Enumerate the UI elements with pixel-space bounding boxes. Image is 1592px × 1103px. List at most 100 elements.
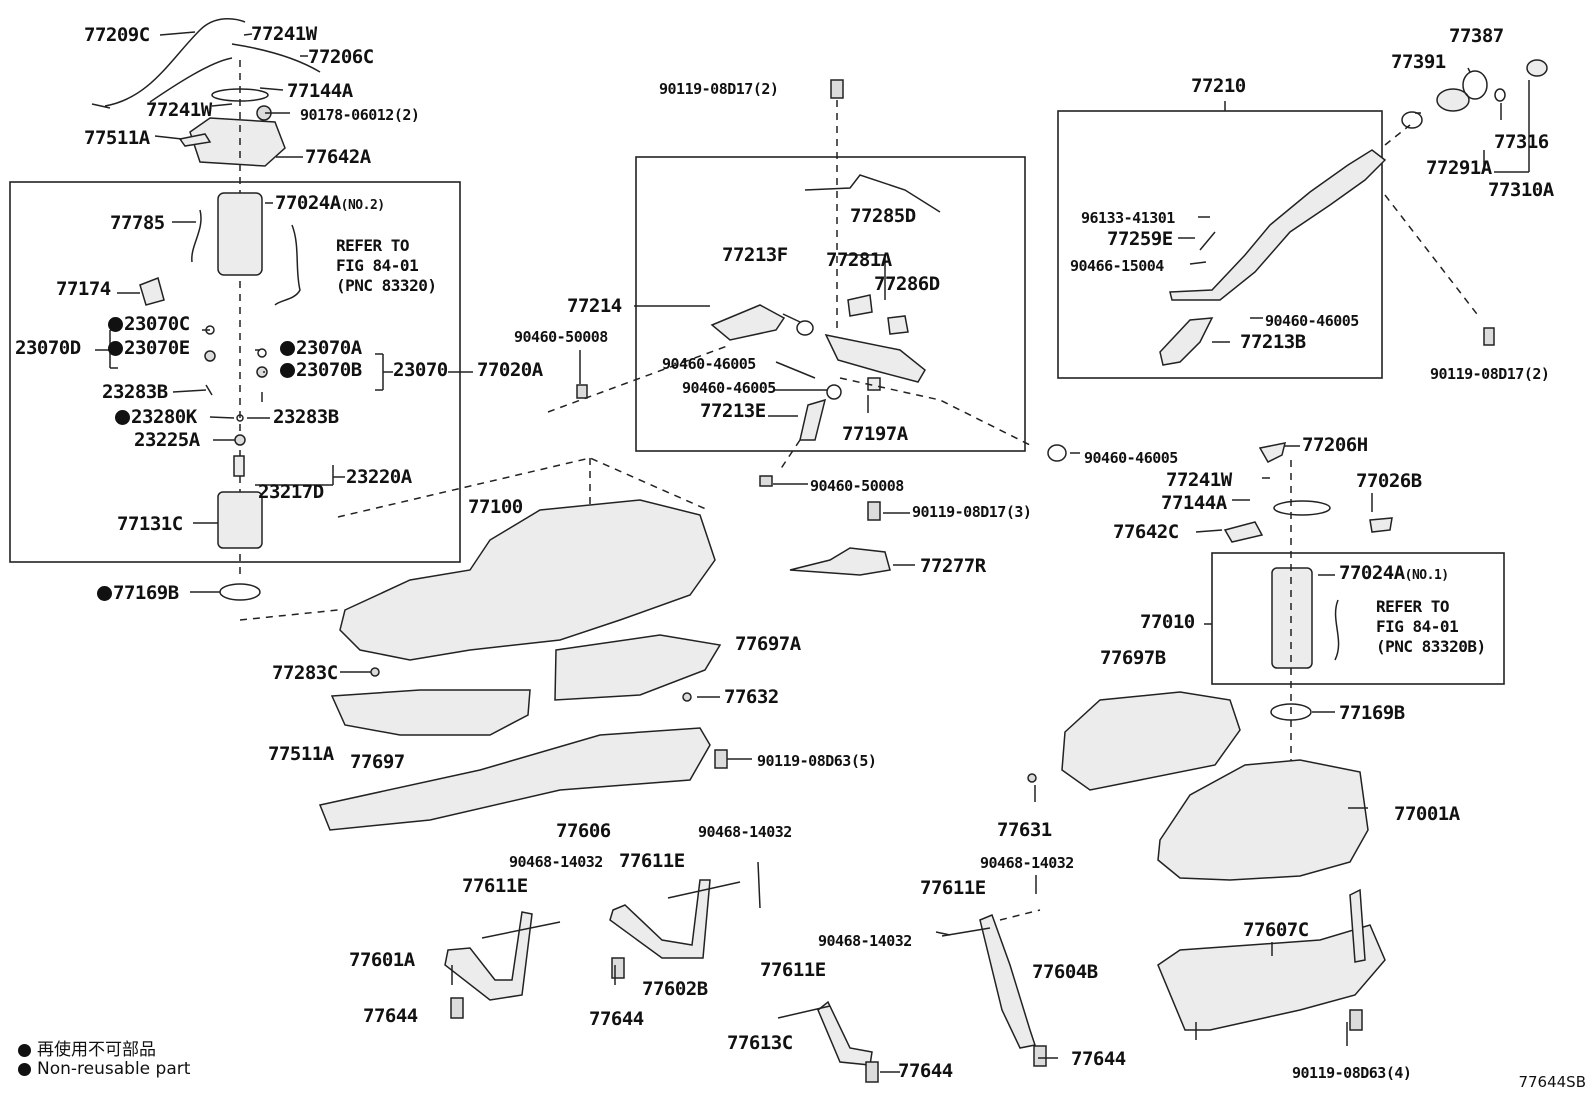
label-77697B: 77697B [1100,647,1166,669]
label-77206C: 77206C [308,46,374,68]
label-23070D: 23070D [15,337,81,359]
label-96133-41301: 96133-41301 [1081,209,1175,227]
label-77174: 77174 [56,278,111,300]
bolt-90119-08D63-5 [714,749,728,769]
label-23070A: 23070A [280,338,362,358]
filler-pipe-77210 [1169,149,1387,301]
label-77387: 77387 [1449,25,1504,47]
label-90460-46005-c: 90460-46005 [1265,312,1359,330]
fuel-tank-77001A [1157,759,1369,881]
label-77144A: 77144A [287,80,353,102]
filler-pipe-frame [1057,110,1383,379]
label-77601A: 77601A [349,949,415,971]
fuel-tube-77209C [104,18,246,107]
label-77214: 77214 [567,295,622,317]
label-77024A-no2: 77024A(NO.2) [275,192,385,214]
label-77026B: 77026B [1356,470,1422,492]
label-23070C: 23070C [108,314,190,334]
gasket-77391 [1401,111,1423,129]
label-23070B: 23070B [280,360,362,380]
label-77169B: 77169B [97,583,179,603]
label-77602B: 77602B [642,978,708,1000]
band-77601A [444,911,533,1001]
clamp-90460-50008-a [576,384,588,399]
legend-en: Non-reusable part [18,1059,190,1079]
cap-77291A [1436,88,1470,112]
label-23225A: 23225A [134,429,200,451]
tube-77197A [824,333,926,383]
protector-77277R [789,547,891,576]
label-77310A: 77310A [1488,179,1554,201]
label-77611E-d: 77611E [920,877,986,899]
gasket-77387 [1462,70,1488,100]
label-77259E: 77259E [1107,228,1173,250]
fuel-pump-77024A-no2 [217,192,263,276]
non-reusable-mark [108,341,123,356]
label-77611E-a: 77611E [462,875,528,897]
label-90119-08D17-3: 90119-08D17(3) [912,503,1032,521]
figure-id: 77644SB [1518,1073,1586,1091]
label-90466-15004: 90466-15004 [1070,257,1164,275]
label-77644-a: 77644 [363,1005,418,1027]
label-77197A: 77197A [842,423,908,445]
bolt-90119-08D17-2b [1483,327,1495,346]
label-90468-14032-b: 90468-14032 [698,823,792,841]
label-77277R: 77277R [920,555,986,577]
label-77283C: 77283C [272,662,338,684]
bracket-77174 [139,276,165,306]
label-77607C: 77607C [1243,919,1309,941]
label-77511A-b: 77511A [268,743,334,765]
label-90460-46005-d: 90460-46005 [1084,449,1178,467]
label-90468-14032-c: 90468-14032 [818,932,912,950]
fuel-tank-to-filler-pipe-frame [635,156,1026,452]
non-reusable-mark [97,586,112,601]
non-reusable-mark [115,410,130,425]
non-reusable-mark [18,1063,31,1076]
label-77210: 77210 [1191,75,1246,97]
gasket-77511A-a [178,133,212,147]
clip-77286D [887,315,909,335]
label-77144A-b: 77144A [1161,492,1227,514]
fuel-tube-77285D [804,174,941,213]
bracket-77281A [847,294,873,317]
bracket-77026B [1369,517,1393,533]
protector-77606 [318,727,711,831]
non-reusable-mark [108,317,123,332]
label-90468-14032-d: 90468-14032 [980,854,1074,872]
fuel-pump-no1-frame [1211,552,1505,685]
label-77213B: 77213B [1240,331,1306,353]
label-77281A: 77281A [826,249,892,271]
legend-jp: 再使用不可部品 [18,1035,156,1060]
label-77785: 77785 [110,212,165,234]
label-77632: 77632 [724,686,779,708]
label-77001A: 77001A [1394,803,1460,825]
label-77644-b: 77644 [589,1008,644,1030]
label-77213E: 77213E [700,400,766,422]
label-77010: 77010 [1140,611,1195,633]
fuel-tank-77100 [339,499,716,661]
label-77241W: 77241W [251,23,317,45]
label-23280K: 23280K [115,407,197,427]
label-77606: 77606 [556,820,611,842]
label-77285D: 77285D [850,205,916,227]
bolt-90119-08D17-2a [830,79,844,99]
label-77644-c: 77644 [898,1060,953,1082]
label-77169B-b: 77169B [1339,702,1405,724]
label-23220A: 23220A [346,466,412,488]
protector-77697A [554,634,722,701]
label-77613C: 77613C [727,1032,793,1054]
label-90460-50008-b: 90460-50008 [810,477,904,495]
label-77611E-b: 77611E [619,850,685,872]
label-77206H: 77206H [1302,434,1368,456]
hose-77213B [1159,317,1214,366]
label-90460-50008-a: 90460-50008 [514,328,608,346]
pump-flange-77642A [189,117,286,167]
label-77642A: 77642A [305,146,371,168]
label-77631: 77631 [997,819,1052,841]
label-90460-46005-a: 90460-46005 [662,355,756,373]
label-23217D: 23217D [258,481,324,503]
